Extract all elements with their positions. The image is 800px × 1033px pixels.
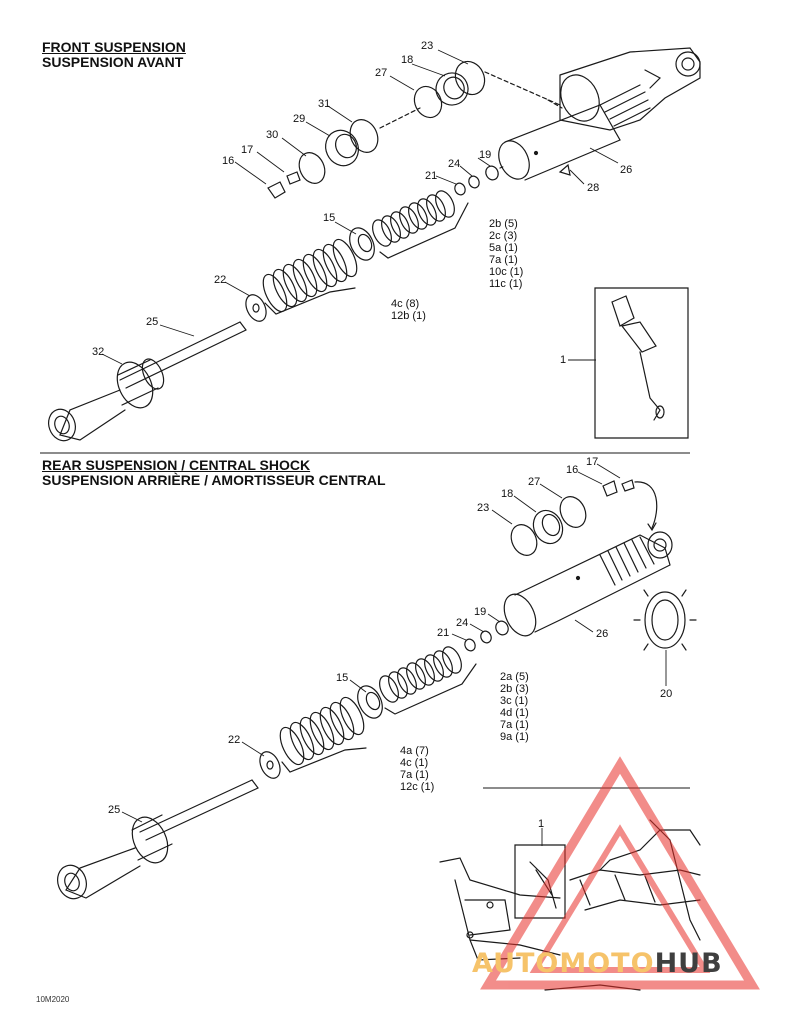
front-oring-27 (413, 85, 443, 119)
front-title-en: FRONT SUSPENSION (42, 39, 186, 55)
rear-callout-18: 18 (501, 488, 514, 500)
rear-callout-21: 21 (437, 627, 450, 639)
front-callout-21: 21 (425, 170, 438, 182)
rear-list-b-3: 12c (1) (400, 781, 435, 793)
rear-shaft-25 (139, 779, 259, 841)
front-callout-15: 15 (323, 212, 336, 224)
rear-cap-16 (602, 480, 618, 497)
front-callout-32: 32 (92, 346, 105, 358)
rear-list-b-2: 7a (1) (400, 769, 429, 781)
front-piston-15 (349, 227, 375, 261)
rear-oring-27 (559, 496, 587, 528)
front-section-title: FRONT SUSPENSION SUSPENSION AVANT (42, 40, 186, 70)
rear-bumper (131, 816, 169, 864)
rear-callout-16: 16 (566, 464, 579, 476)
front-piston-29 (325, 129, 359, 167)
rear-list-a-3: 4d (1) (500, 707, 529, 719)
rear-shim-stack-upper (379, 646, 462, 703)
front-inset-box (594, 287, 689, 439)
front-shim-stack-upper (372, 190, 455, 247)
front-callout-26: 26 (620, 164, 633, 176)
rear-list-a-5: 9a (1) (500, 731, 529, 743)
rear-title-fr: SUSPENSION ARRIÈRE / AMORTISSEUR CENTRAL (42, 472, 386, 488)
rear-hose (634, 481, 658, 529)
rear-parts-list-upper: 2a (5) 2b (3) 3c (1) 4d (1) 7a (1) 9a (1… (500, 671, 529, 743)
rear-clamp-ring-20 (633, 589, 697, 651)
rear-callout-25: 25 (108, 804, 121, 816)
rear-list-b-0: 4a (7) (400, 745, 429, 757)
rear-section-title: REAR SUSPENSION / CENTRAL SHOCK SUSPENSI… (42, 458, 386, 488)
rear-list-b-1: 4c (1) (400, 757, 429, 769)
front-parts-list-lower: 4c (8) 12b (1) (391, 298, 426, 322)
rear-callout-17: 17 (586, 456, 599, 468)
front-callout-19: 19 (479, 149, 492, 161)
front-callout-28: 28 (587, 182, 600, 194)
front-shaft-25 (119, 321, 247, 389)
rear-oring-23 (510, 524, 538, 556)
front-oring-23 (454, 60, 486, 96)
rear-callout-23: 23 (477, 502, 490, 514)
rear-callout-19: 19 (474, 606, 487, 618)
rear-list-a-0: 2a (5) (500, 671, 529, 683)
front-list-a-3: 7a (1) (489, 254, 518, 266)
front-callout-1: 1 (560, 354, 567, 366)
front-ring-30 (298, 152, 326, 184)
front-list-a-2: 5a (1) (489, 242, 518, 254)
rear-parts-list-lower: 4a (7) 4c (1) 7a (1) 12c (1) (400, 745, 434, 793)
rear-callout-1: 1 (538, 818, 545, 830)
front-bumper-32 (116, 361, 154, 409)
rear-list-a-2: 3c (1) (500, 695, 529, 707)
rear-seal-18 (532, 509, 564, 545)
front-callout-27: 27 (375, 67, 388, 79)
front-callout-29: 29 (293, 113, 306, 125)
front-title-fr: SUSPENSION AVANT (42, 54, 184, 70)
front-valve-17 (286, 171, 301, 185)
front-list-a-0: 2b (5) (489, 218, 518, 230)
front-lower-eye (59, 389, 126, 441)
rear-callout-27: 27 (528, 476, 541, 488)
front-cap-16 (267, 181, 286, 199)
front-ring-31 (349, 119, 379, 153)
front-list-a-4: 10c (1) (489, 266, 524, 278)
front-list-b-1: 12b (1) (391, 310, 426, 322)
rear-callout-22: 22 (228, 734, 241, 746)
watermark-logo-text: AUTOMOTOHUB (472, 948, 723, 979)
front-callout-31: 31 (318, 98, 331, 110)
front-list-b-0: 4c (8) (391, 298, 420, 310)
front-shim-stack-lower (262, 238, 358, 313)
rear-callout-15: 15 (336, 672, 349, 684)
front-shock-upper-body (559, 47, 701, 131)
figure-code: 10M2020 (36, 995, 70, 1004)
front-callout-23: 23 (421, 40, 434, 52)
front-callout-25: 25 (146, 316, 159, 328)
watermark-text-2: HUB (654, 948, 723, 979)
watermark-triangle (480, 756, 760, 990)
rear-shock-body (503, 531, 673, 637)
front-list-a-5: 11c (1) (489, 278, 523, 290)
front-list-a-1: 2c (3) (489, 230, 518, 242)
rear-callout-20: 20 (660, 688, 673, 700)
rear-title-en: REAR SUSPENSION / CENTRAL SHOCK (42, 457, 311, 473)
front-seal-18 (435, 72, 469, 106)
front-reservoir-tube (498, 99, 621, 181)
rear-list-a-1: 2b (3) (500, 683, 529, 695)
front-callout-17: 17 (241, 144, 254, 156)
front-callout-30: 30 (266, 129, 279, 141)
rear-lower-eye (65, 847, 141, 899)
front-callout-18: 18 (401, 54, 414, 66)
rear-list-a-4: 7a (1) (500, 719, 529, 731)
rear-callout-26: 26 (596, 628, 609, 640)
rear-valve-17 (621, 479, 635, 492)
rear-shim-stack-lower (279, 696, 365, 766)
front-callout-22: 22 (214, 274, 227, 286)
rear-piston-15 (357, 685, 383, 719)
rear-callout-24: 24 (456, 617, 469, 629)
front-callout-24: 24 (448, 158, 461, 170)
watermark-text-1: AUTOMOTO (472, 948, 655, 979)
front-callout-16: 16 (222, 155, 235, 167)
front-parts-list-upper: 2b (5) 2c (3) 5a (1) 7a (1) 10c (1) 11c … (489, 218, 523, 290)
